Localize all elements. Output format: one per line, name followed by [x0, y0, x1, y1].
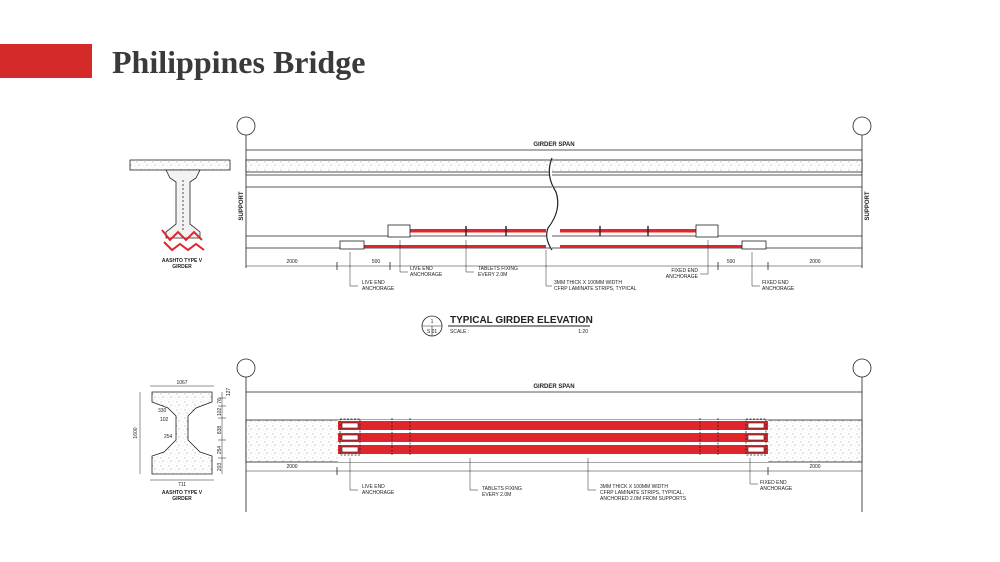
note-live-end-1a: LIVE END — [362, 280, 385, 286]
note-fixed-end-b: ANCHORAGE — [666, 274, 699, 280]
section-side-203: 203 — [217, 463, 223, 472]
support-label-right: SUPPORT — [865, 191, 871, 220]
plan-dim-2000-right: 2000 — [809, 464, 820, 470]
section-bottom-label-b: GIRDER — [172, 496, 192, 502]
grid-bubble-right-plan — [852, 358, 872, 378]
elevation-view — [236, 116, 872, 270]
plan-note-fixed-end-b: ANCHORAGE — [760, 486, 793, 492]
caption-scale-value: 1:20 — [578, 329, 588, 335]
plan-dim-2000-left: 2000 — [286, 464, 297, 470]
fixed-end-anchorage-box — [695, 224, 719, 238]
note-fixed-end-2a: FIXED END — [762, 280, 789, 286]
plan-girder-span-label: GIRDER SPAN — [533, 384, 574, 390]
section-side-254: 254 — [217, 446, 223, 455]
cfrp-strip-upper-right — [560, 229, 700, 233]
note-live-end-2a: LIVE END — [410, 266, 433, 272]
cfrp-strip-plan — [338, 418, 768, 456]
cfrp-strip-upper-left — [398, 229, 546, 233]
plan-note-tablets-b: EVERY 2.0M — [482, 492, 511, 498]
plan-note-live-end-b: ANCHORAGE — [362, 490, 395, 496]
caption-scale-label: SCALE : — [450, 329, 469, 335]
section-bottom-girder — [139, 385, 226, 481]
cfrp-strip-lower-left — [342, 245, 546, 248]
section-depth: 1600 — [133, 427, 139, 438]
section-top-girder — [129, 159, 231, 252]
cfrp-strip-plan-3 — [338, 445, 768, 454]
cfrp-strip-plan-2 — [338, 433, 768, 442]
title-accent-bar — [0, 44, 92, 78]
note-tablets-a: TABLETS FIXING — [478, 266, 518, 272]
note-live-end-1b: ANCHORAGE — [362, 286, 395, 292]
dim-500-left: 500 — [372, 259, 381, 265]
section-side-76: 76 — [217, 398, 223, 404]
dim-2000-right: 2000 — [809, 259, 820, 265]
cfrp-strip-elevation — [339, 224, 767, 250]
section-top-width: 1067 — [176, 380, 187, 386]
section-web-254: 254 — [164, 434, 173, 440]
section-flange-330: 330 — [158, 408, 167, 414]
plan-note-tablets-a: TABLETS FIXING — [482, 486, 522, 492]
plan-note-fixed-end-a: FIXED END — [760, 480, 787, 486]
plan-note-cfrp-b: CFRP LAMINATE STRIPS, TYPICAL, — [600, 490, 684, 496]
section-bottom-label-a: AASHTO TYPE V — [162, 490, 203, 496]
section-top-label-a: AASHTO TYPE V — [162, 258, 203, 264]
cfrp-strip-plan-1 — [338, 421, 768, 430]
drawing-caption — [421, 315, 590, 337]
section-side-838: 838 — [217, 426, 223, 435]
note-tablets-b: EVERY 2.0M — [478, 272, 507, 278]
grid-bubble-left-plan — [236, 358, 256, 378]
caption-title: TYPICAL GIRDER ELEVATION — [450, 315, 593, 326]
note-cfrp-a: 3MM THICK X 100MM WIDTH — [554, 280, 622, 286]
section-side-127: 127 — [226, 388, 232, 397]
section-bottom-width: 711 — [178, 482, 186, 488]
note-live-end-2b: ANCHORAGE — [410, 272, 443, 278]
fixed-end-anchorage-lower — [741, 240, 767, 250]
girder-span-label: GIRDER SPAN — [533, 142, 574, 148]
cfrp-strip-lower-right — [560, 245, 764, 248]
support-label-left: SUPPORT — [239, 191, 245, 220]
section-flange-102: 102 — [160, 417, 169, 423]
caption-number: 1 — [431, 319, 434, 325]
caption-sheet: S 01 — [427, 329, 438, 335]
deck-slab — [245, 159, 863, 173]
live-end-anchorage-lower — [339, 240, 365, 250]
note-fixed-end-a: FIXED END — [671, 268, 698, 274]
grid-bubble-right — [852, 116, 872, 136]
dim-500-right: 500 — [727, 259, 736, 265]
note-fixed-end-2b: ANCHORAGE — [762, 286, 795, 292]
note-cfrp-b: CFRP LAMINATE STRIPS, TYPICAL — [554, 286, 637, 292]
grid-bubble-left — [236, 116, 256, 136]
plan-note-cfrp-a: 3MM THICK X 100MM WIDTH — [600, 484, 668, 490]
break-line — [546, 157, 559, 251]
plan-note-live-end-a: LIVE END — [362, 484, 385, 490]
dim-2000-left: 2000 — [286, 259, 297, 265]
page-title: Philippines Bridge — [112, 44, 366, 80]
section-side-102: 102 — [217, 408, 223, 417]
section-top-label-b: GIRDER — [172, 264, 192, 270]
live-end-anchorage-box — [387, 224, 411, 238]
plan-note-cfrp-c: ANCHORED 2.0M FROM SUPPORTS — [600, 496, 687, 502]
